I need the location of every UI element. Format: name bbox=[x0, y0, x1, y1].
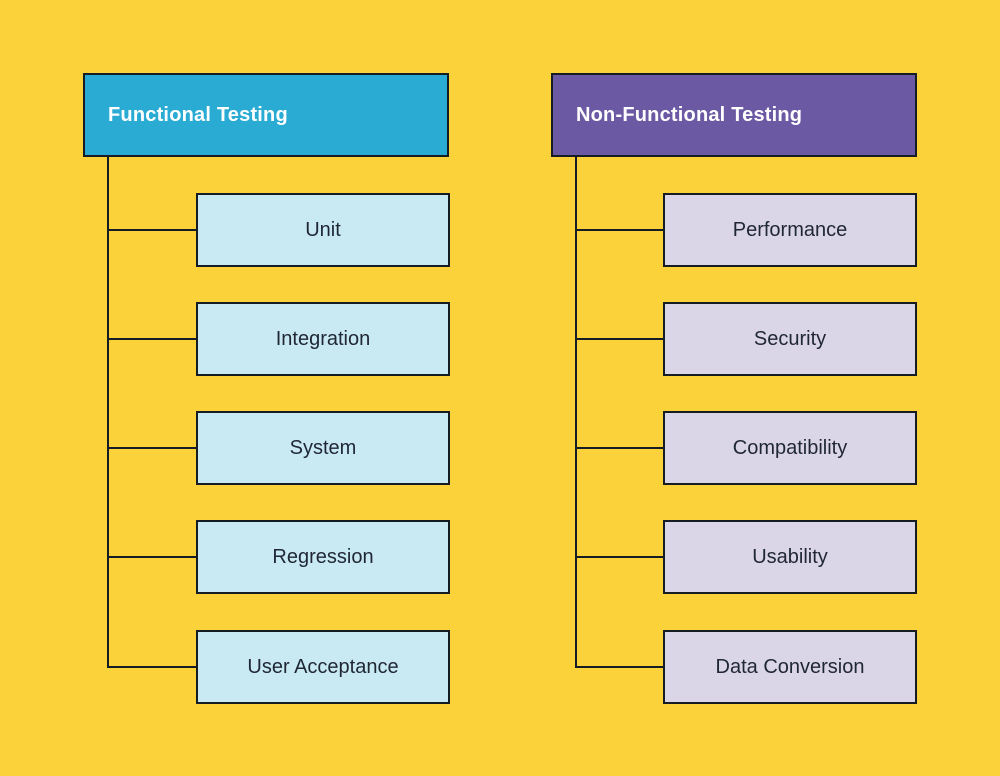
node-compatibility: Compatibility bbox=[663, 411, 917, 485]
connector-branch-system bbox=[107, 447, 196, 449]
connector-branch-data-conversion bbox=[575, 666, 663, 668]
node-nonfunctional-testing-label: Non-Functional Testing bbox=[576, 103, 803, 126]
connector-branch-integration bbox=[107, 338, 196, 340]
node-data-conversion-label: Data Conversion bbox=[715, 655, 865, 678]
node-compatibility-label: Compatibility bbox=[732, 436, 848, 459]
node-performance: Performance bbox=[663, 193, 917, 267]
connector-branch-performance bbox=[575, 229, 663, 231]
node-functional-testing: Functional Testing bbox=[83, 73, 449, 157]
node-functional-testing-label: Functional Testing bbox=[108, 103, 288, 126]
connector-trunk-nonfunctional bbox=[575, 157, 577, 668]
connector-branch-user-acceptance bbox=[107, 666, 196, 668]
node-integration: Integration bbox=[196, 302, 450, 376]
connector-branch-compatibility bbox=[575, 447, 663, 449]
connector-branch-usability bbox=[575, 556, 663, 558]
connector-trunk-functional bbox=[107, 157, 109, 668]
node-performance-label: Performance bbox=[732, 218, 848, 241]
node-usability: Usability bbox=[663, 520, 917, 594]
node-user-acceptance: User Acceptance bbox=[196, 630, 450, 704]
node-system-label: System bbox=[289, 436, 357, 459]
node-unit-label: Unit bbox=[305, 218, 341, 241]
node-integration-label: Integration bbox=[275, 327, 371, 350]
node-usability-label: Usability bbox=[752, 545, 828, 568]
node-regression: Regression bbox=[196, 520, 450, 594]
node-regression-label: Regression bbox=[272, 545, 374, 568]
connector-branch-unit bbox=[107, 229, 196, 231]
node-unit: Unit bbox=[196, 193, 450, 267]
node-nonfunctional-testing: Non-Functional Testing bbox=[551, 73, 917, 157]
node-user-acceptance-label: User Acceptance bbox=[247, 655, 399, 678]
connector-branch-regression bbox=[107, 556, 196, 558]
connector-branch-security bbox=[575, 338, 663, 340]
node-security-label: Security bbox=[753, 327, 827, 350]
node-security: Security bbox=[663, 302, 917, 376]
node-data-conversion: Data Conversion bbox=[663, 630, 917, 704]
node-system: System bbox=[196, 411, 450, 485]
